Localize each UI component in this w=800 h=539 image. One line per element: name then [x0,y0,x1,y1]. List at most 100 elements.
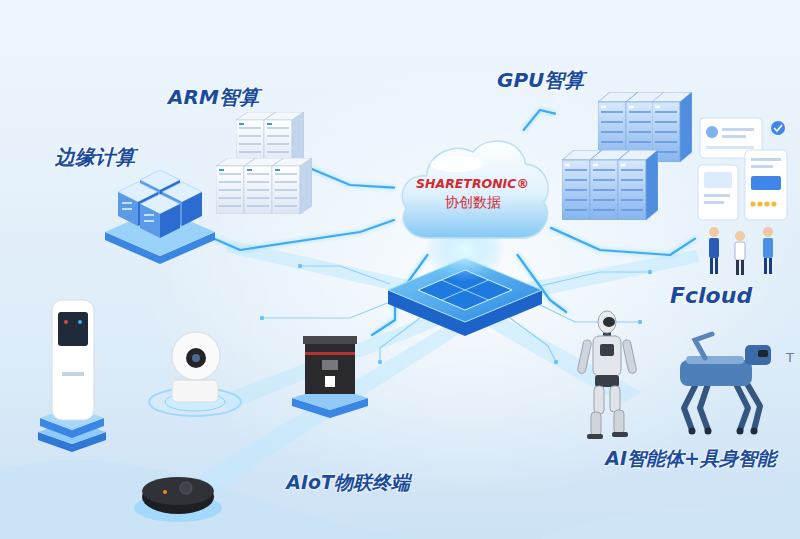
person [709,227,719,274]
circuit-trace [510,318,556,362]
person-body [735,242,745,260]
person-head [709,227,719,237]
person [763,227,773,274]
coffee-machine-body [305,340,355,394]
camera-head [172,332,220,380]
check-badge [771,121,785,135]
dog-foot [751,428,758,435]
coffee-spout [322,360,338,370]
ui-card [698,165,738,220]
circuit-trace [300,266,390,284]
bottom-wave [540,480,800,539]
rating-dot [757,201,762,206]
rating-dot [771,201,776,206]
coffee-machine-lid [303,336,357,344]
text-bar [704,201,724,204]
trace-dot [298,264,302,268]
connector-line [215,220,394,250]
brand-name: SHARETRONIC® [416,176,529,191]
kiosk-body [52,300,94,420]
robot-arm [577,339,592,374]
person-leg [710,258,713,274]
coffee-machine-stripe [305,352,355,355]
ui-image [704,172,732,188]
gpu-rack [618,150,658,220]
center-glow [140,60,800,500]
person-head [763,227,773,237]
camera-lens-core [192,354,200,362]
connector-line [551,228,695,255]
text-bar [722,135,746,138]
kiosk-slot [62,372,84,376]
robot-shin [614,410,624,434]
ai-agent-group: AI智能体+具身智能 [565,312,790,478]
group-heading: AIoT物联终端 [286,471,410,494]
light-streak [214,312,458,410]
dog-arm [695,334,712,358]
dog-foot [689,428,696,435]
camera-base [172,380,218,402]
dog-top-plate [686,356,744,364]
person-leg [736,260,739,275]
group-heading: GPU智算 [497,68,584,92]
robot-pelvis [595,375,619,387]
gpu-server-art [562,92,692,220]
rating-dot [764,201,769,206]
trace-dot [554,360,558,364]
trace-dot [638,320,642,324]
group-heading: Fcloud [670,283,752,309]
person-head [735,231,745,241]
gpu-compute-group: GPU智算 [555,60,690,200]
group-heading: 边缘计算 [55,145,135,169]
edge-compute-art [105,170,215,264]
cloud-shape [394,130,551,255]
rating-dot [750,201,755,206]
edge-cube [140,194,180,238]
dog-sensor [758,350,768,357]
trace-dot [260,316,264,320]
check-mark [774,125,782,131]
arm-server-art [216,112,312,214]
cloud-highlight [430,156,483,172]
light-streak [168,320,478,502]
robot-shin [591,412,601,436]
arm-compute-group: ARM智算 [220,82,310,217]
dog-foot [737,428,744,435]
robot-head [598,311,616,333]
brand-subtitle: 协创数据 [445,194,501,211]
group-heading: ARM智算 [168,85,259,109]
robot-torso [593,336,621,376]
person-leg [715,258,718,274]
edge-compute-group: 边缘计算 [50,140,215,265]
text-bar [751,165,773,168]
humanoid-robot [577,311,637,439]
aiot-terminal-group: AIoT物联终端 [30,335,415,530]
dog-leg [736,384,748,430]
robot-visor [603,317,615,327]
dog-foot [705,428,712,435]
person-body [709,238,719,258]
robot-dog [680,334,771,435]
dog-leg [746,382,760,430]
avatar [706,126,718,138]
cloud-platform: SHARETRONIC® 协创数据 [394,130,551,255]
robot-chest [600,344,614,356]
robot-arm [622,339,637,374]
screen-dot [64,320,68,324]
cropped-text: T [786,350,794,365]
person [735,231,745,275]
ui-button [751,176,781,190]
dog-legs [684,382,760,430]
trace-dot [648,270,652,274]
rating-dots [750,201,776,206]
connector-line [524,110,555,130]
robot-foot [587,434,603,439]
coffee-cup [325,376,335,387]
circuit-trace [530,300,640,322]
circuit-trace [540,272,650,286]
connector-line [310,168,394,187]
robot-foot [612,432,628,437]
person-leg [769,258,772,274]
